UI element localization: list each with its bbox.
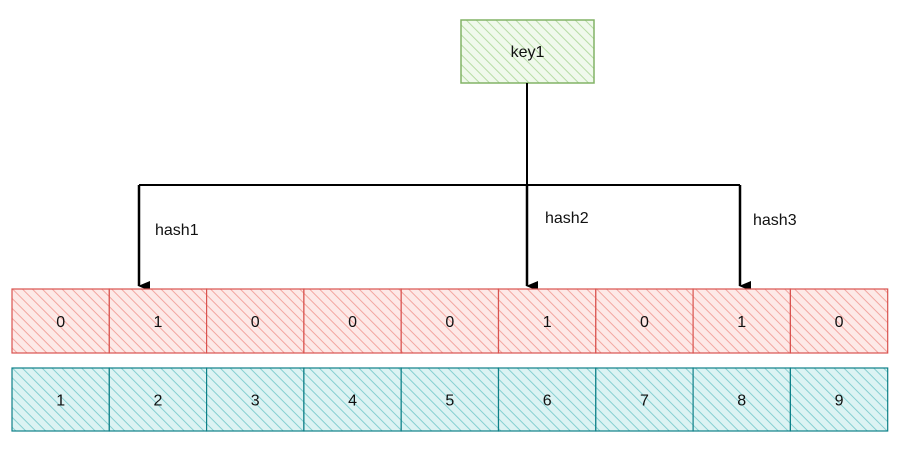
bit-cell-box bbox=[303, 288, 402, 354]
index-cell-box bbox=[11, 367, 110, 432]
bit-cell-value: 0 bbox=[445, 314, 454, 331]
hash3-label: hash3 bbox=[753, 212, 797, 229]
index-cell: 9 bbox=[789, 367, 889, 432]
index-cell-value: 1 bbox=[56, 393, 65, 410]
bit-cell: 0 bbox=[789, 288, 889, 354]
hash1-label: hash1 bbox=[155, 222, 199, 239]
hash2-label: hash2 bbox=[545, 210, 589, 227]
index-cell: 1 bbox=[11, 367, 110, 432]
bit-cell-value: 0 bbox=[56, 314, 65, 331]
index-cell-box bbox=[595, 367, 694, 432]
bit-cell-value: 0 bbox=[640, 314, 649, 331]
key-label: key1 bbox=[511, 44, 545, 61]
bit-cell-box bbox=[400, 288, 500, 354]
index-cell: 2 bbox=[108, 367, 208, 432]
index-cell-value: 8 bbox=[737, 393, 746, 410]
hash-connectors bbox=[137, 83, 751, 291]
index-cell-value: 9 bbox=[835, 393, 844, 410]
bit-cell: 0 bbox=[595, 288, 694, 354]
index-cell-box bbox=[497, 367, 597, 432]
bit-cell-box bbox=[11, 288, 110, 354]
index-cell-box bbox=[206, 367, 305, 432]
bit-cell-box bbox=[108, 288, 208, 354]
bit-cell-box bbox=[692, 288, 791, 354]
index-cell-value: 4 bbox=[348, 393, 357, 410]
index-array: 1 2 3 4 5 6 7 8 9 bbox=[11, 367, 889, 432]
index-cell-box bbox=[692, 367, 791, 432]
index-cell-value: 2 bbox=[153, 393, 162, 410]
index-cell-box bbox=[400, 367, 500, 432]
index-cell: 5 bbox=[400, 367, 500, 432]
bit-cell-value: 1 bbox=[737, 314, 746, 331]
bit-cell-box bbox=[497, 288, 597, 354]
bit-cell: 0 bbox=[303, 288, 402, 354]
bit-array: 0 1 0 0 0 1 0 1 0 bbox=[11, 288, 889, 354]
index-cell: 3 bbox=[206, 367, 305, 432]
index-cell-value: 3 bbox=[251, 393, 260, 410]
index-cell: 7 bbox=[595, 367, 694, 432]
key-node: key1 bbox=[460, 19, 595, 84]
bit-cell: 0 bbox=[206, 288, 305, 354]
bit-cell-box bbox=[789, 288, 889, 354]
index-cell: 4 bbox=[303, 367, 402, 432]
bit-cell-value: 1 bbox=[153, 314, 162, 331]
index-cell-value: 6 bbox=[543, 393, 552, 410]
bit-cell: 0 bbox=[400, 288, 500, 354]
bit-cell-value: 0 bbox=[251, 314, 260, 331]
index-cell: 6 bbox=[497, 367, 597, 432]
bit-cell: 1 bbox=[108, 288, 208, 354]
bit-cell: 1 bbox=[692, 288, 791, 354]
bit-cell: 0 bbox=[11, 288, 110, 354]
bit-cell-value: 1 bbox=[543, 314, 552, 331]
bit-cell-value: 0 bbox=[835, 314, 844, 331]
index-cell-value: 5 bbox=[445, 393, 454, 410]
index-cell-value: 7 bbox=[640, 393, 649, 410]
bit-cell: 1 bbox=[497, 288, 597, 354]
bit-cell-box bbox=[206, 288, 305, 354]
key-box bbox=[460, 19, 595, 84]
index-cell-box bbox=[789, 367, 889, 432]
index-cell: 8 bbox=[692, 367, 791, 432]
bit-cell-value: 0 bbox=[348, 314, 357, 331]
